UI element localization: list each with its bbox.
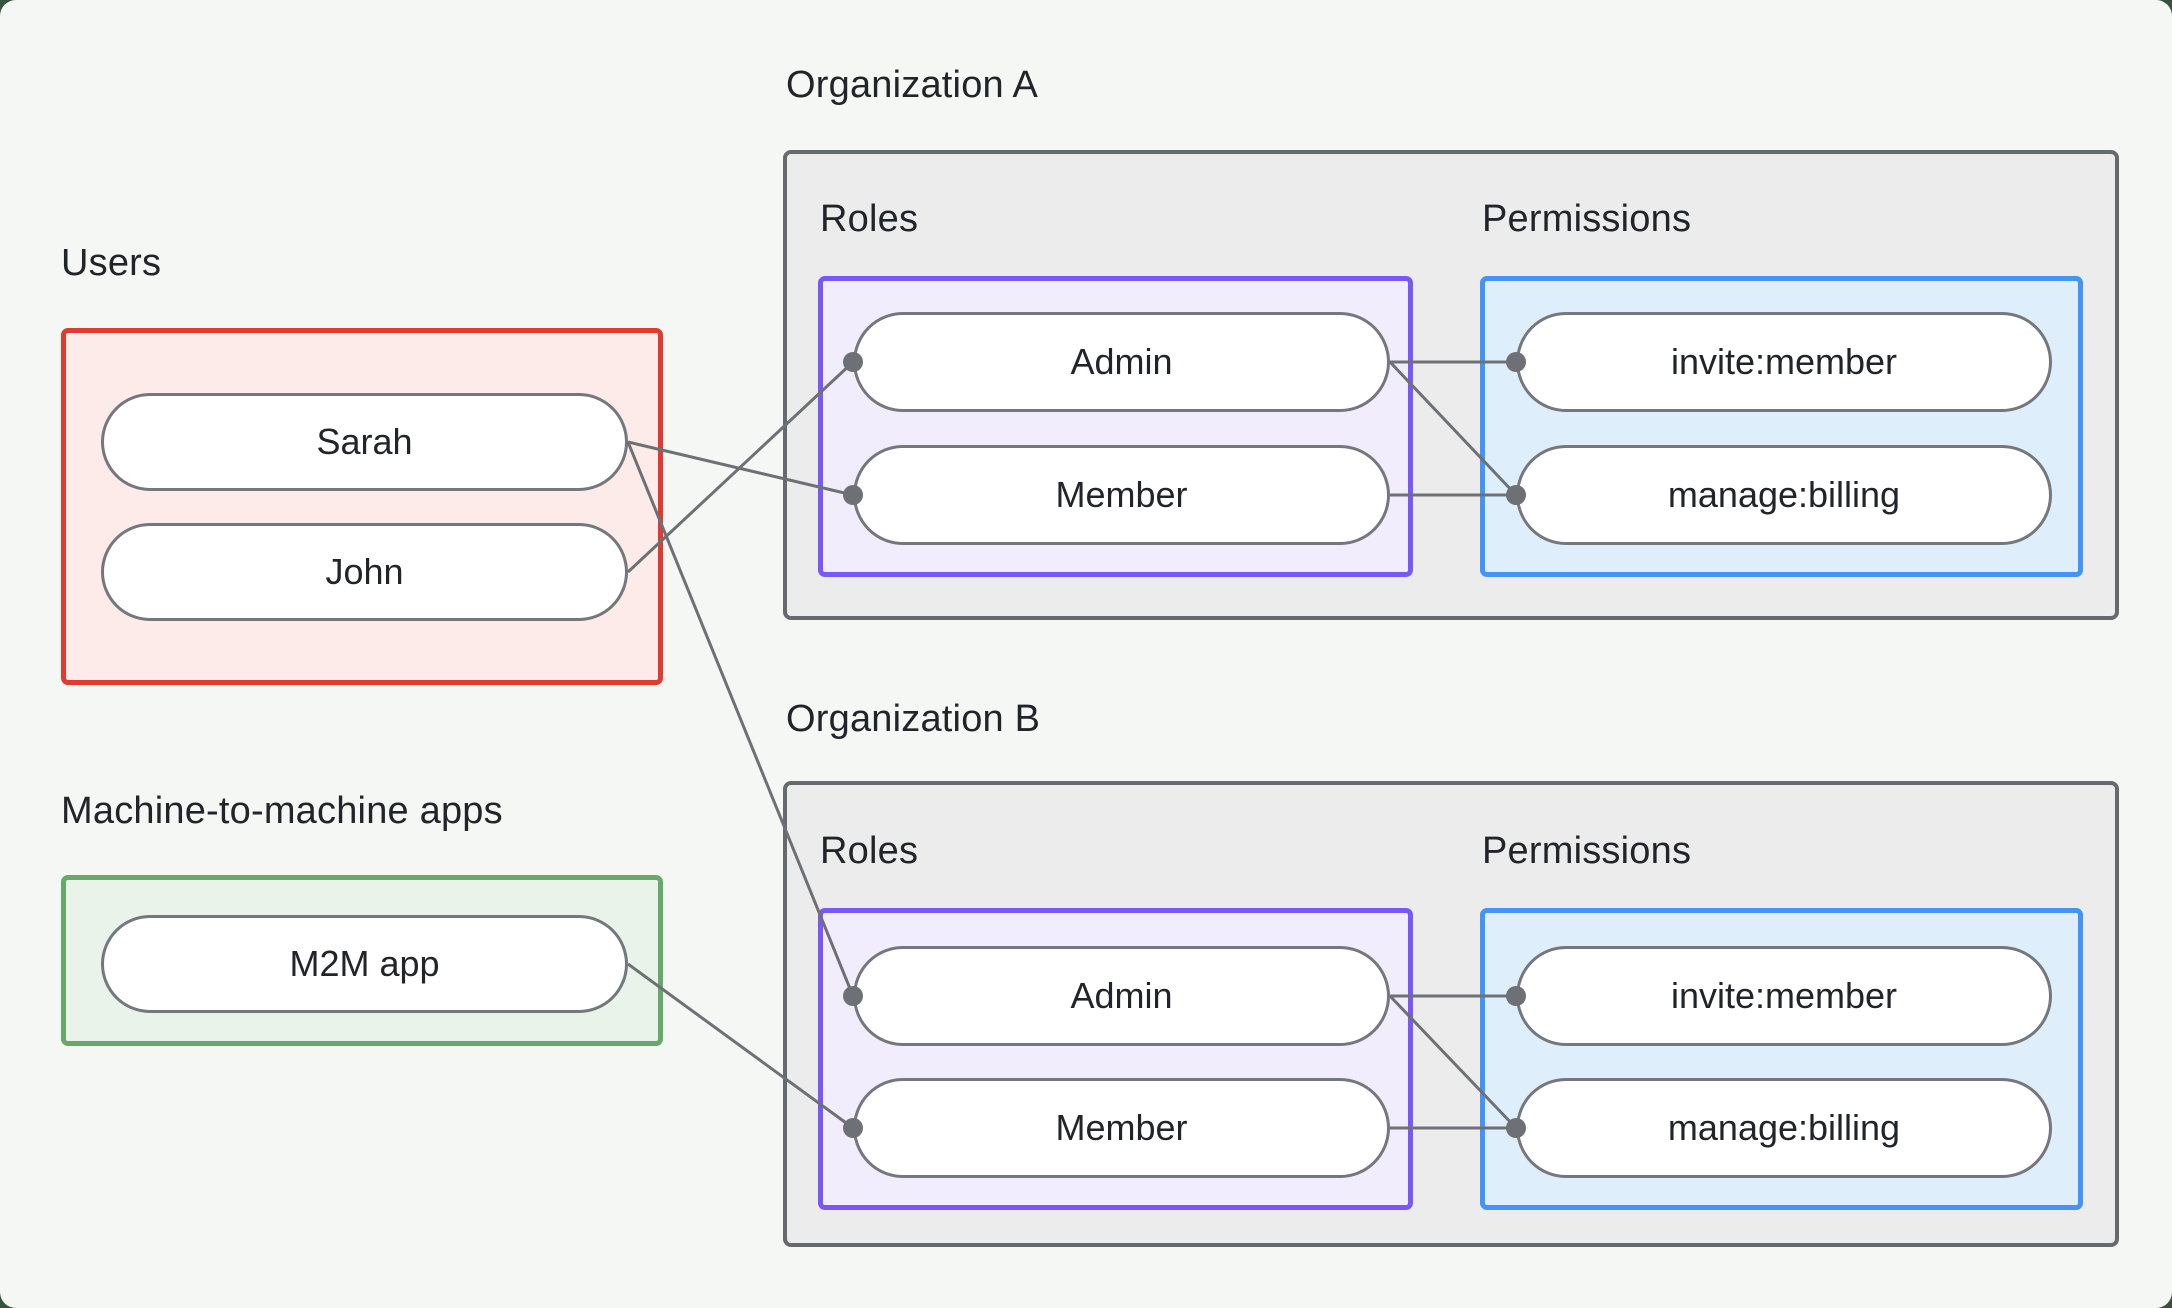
org-b-permission-manage-billing: manage:billing [1516, 1078, 2052, 1178]
org-b-title: Organization B [786, 698, 1041, 740]
user-node-label: Sarah [316, 421, 413, 462]
role-label: Member [1055, 1107, 1188, 1148]
org-b-permissions-box: invite:member manage:billing [1480, 908, 2083, 1210]
users-group-label: Users [61, 242, 162, 284]
permission-label: manage:billing [1667, 474, 1901, 515]
permission-label: invite:member [1670, 975, 1898, 1016]
role-label: Admin [1070, 341, 1173, 382]
org-a-permission-invite-member: invite:member [1516, 312, 2052, 412]
m2m-app-label: M2M app [289, 943, 440, 984]
org-b-panel: Roles Permissions Admin Member invite:me… [783, 781, 2119, 1247]
user-node-john: John [101, 523, 628, 621]
org-a-role-member: Member [853, 445, 1390, 545]
permission-label: manage:billing [1667, 1107, 1901, 1148]
permission-label: invite:member [1670, 341, 1898, 382]
org-b-role-admin: Admin [853, 946, 1390, 1046]
org-a-role-admin: Admin [853, 312, 1390, 412]
org-a-panel: Roles Permissions Admin Member invite:me… [783, 150, 2119, 620]
org-a-title: Organization A [786, 64, 1039, 106]
m2m-app-node: M2M app [101, 915, 628, 1013]
org-b-roles-box: Admin Member [818, 908, 1413, 1210]
org-b-permission-invite-member: invite:member [1516, 946, 2052, 1046]
org-a-roles-label: Roles [820, 198, 919, 240]
org-b-role-member: Member [853, 1078, 1390, 1178]
org-a-permissions-box: invite:member manage:billing [1480, 276, 2083, 577]
user-node-sarah: Sarah [101, 393, 628, 491]
org-a-permissions-label: Permissions [1482, 198, 1692, 240]
users-group-box: Sarah John [61, 328, 663, 685]
org-b-permissions-label: Permissions [1482, 830, 1692, 872]
user-node-label: John [325, 551, 404, 592]
m2m-group-box: M2M app [61, 875, 663, 1046]
org-a-permission-manage-billing: manage:billing [1516, 445, 2052, 545]
role-label: Admin [1070, 975, 1173, 1016]
m2m-group-label: Machine-to-machine apps [61, 790, 503, 832]
role-label: Member [1055, 474, 1188, 515]
org-a-roles-box: Admin Member [818, 276, 1413, 577]
org-b-roles-label: Roles [820, 830, 919, 872]
